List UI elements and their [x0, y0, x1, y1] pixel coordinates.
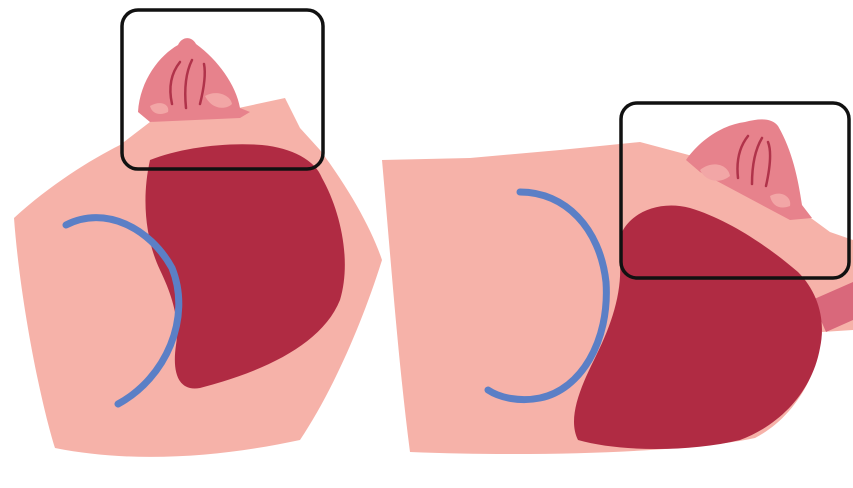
- left-nipple: [138, 38, 250, 122]
- right-panel: [382, 103, 853, 454]
- left-panel: [14, 10, 382, 457]
